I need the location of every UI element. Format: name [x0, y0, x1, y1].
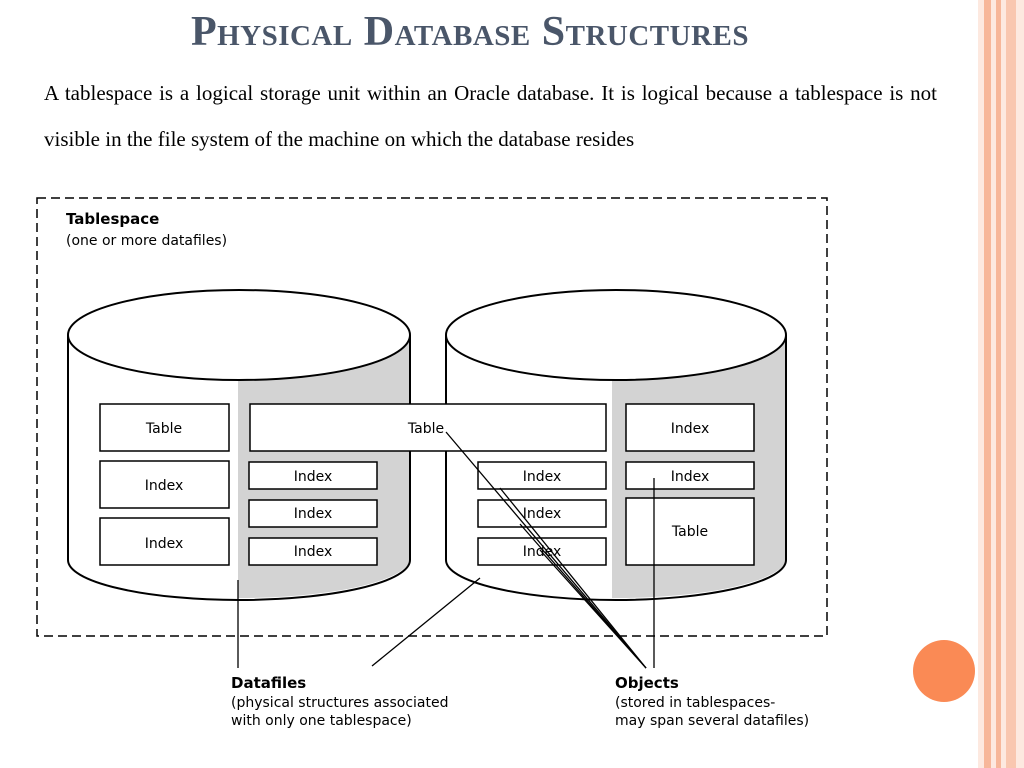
object-label: Table [671, 524, 708, 540]
object-label: Index [294, 544, 333, 560]
object-label: Index [145, 478, 184, 494]
object-label: Index [523, 506, 562, 522]
object-label: Index [671, 421, 710, 437]
slide-paragraph: A tablespace is a logical storage unit w… [44, 81, 937, 151]
tablespace-subtitle: (one or more datafiles) [66, 233, 227, 249]
datafiles-label: Datafiles [231, 674, 306, 692]
objects-label: Objects [615, 674, 679, 692]
shared-table: Table [249, 403, 607, 452]
object-label: Index [523, 469, 562, 485]
object-label: Table [145, 421, 182, 437]
object-label: Index [671, 469, 710, 485]
right-objects: Index Index Table [625, 403, 755, 566]
tablespace-title: Tablespace [66, 210, 159, 228]
slide-title: Physical Database Structures [190, 9, 750, 55]
object-label: Table [407, 421, 444, 437]
datafiles-description: (physical structures associated [231, 695, 448, 711]
tablespace-diagram: Tablespace (one or more datafiles) Table… [36, 197, 828, 729]
middle-right-indexes: Index Index Index [477, 461, 607, 566]
objects-description: may span several datafiles) [615, 713, 809, 729]
object-label: Index [294, 469, 333, 485]
datafiles-description: with only one tablespace) [231, 713, 412, 729]
objects-description: (stored in tablespaces- [615, 695, 775, 711]
decorative-stripes [978, 0, 1024, 768]
accent-circle [913, 640, 975, 702]
object-label: Index [145, 536, 184, 552]
pointer-lines [237, 431, 655, 669]
tablespace-border [36, 197, 828, 637]
left-objects: Table Index Index [99, 403, 230, 566]
object-label: Index [294, 506, 333, 522]
middle-left-indexes: Index Index Index [248, 461, 378, 566]
